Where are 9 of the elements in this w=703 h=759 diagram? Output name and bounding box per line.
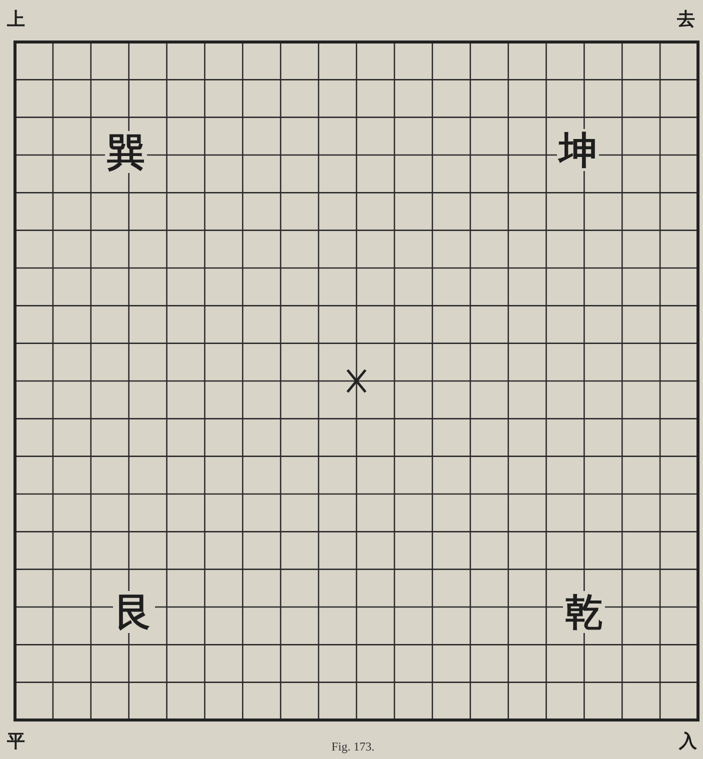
trigram-label: 艮 xyxy=(113,591,155,633)
trigram-label: 巽 xyxy=(105,131,147,173)
trigram-label: 乾 xyxy=(563,591,605,633)
tone-label: 上 xyxy=(7,11,25,29)
tone-label: 平 xyxy=(7,733,25,751)
trigram-label: 坤 xyxy=(557,129,599,171)
tone-label: 入 xyxy=(679,733,697,751)
tone-label: 去 xyxy=(677,11,695,29)
figure-caption: Fig. 173. xyxy=(332,740,374,754)
